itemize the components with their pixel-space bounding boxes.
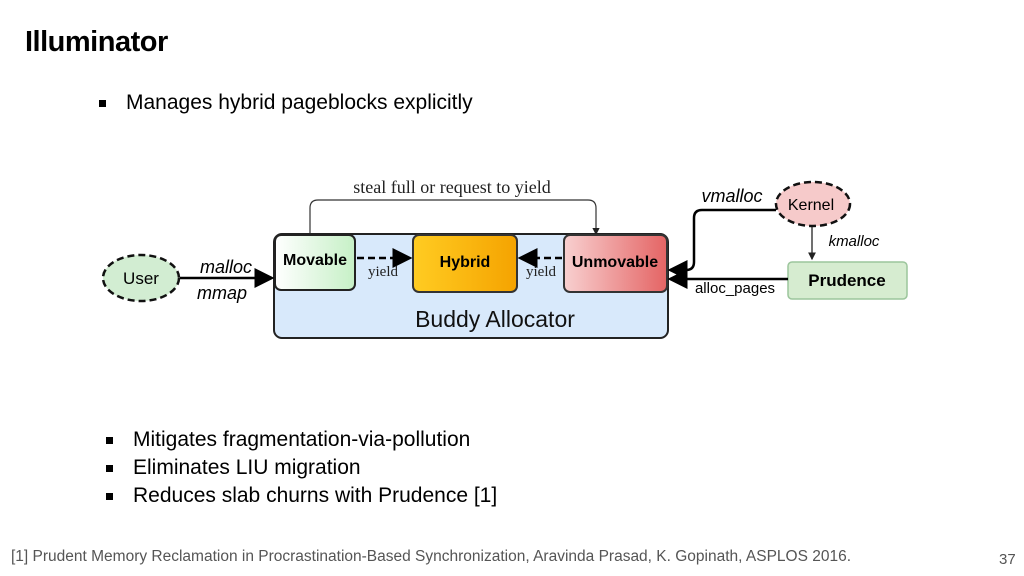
- slide-title: Illuminator: [25, 26, 168, 58]
- page-number: 37: [999, 551, 1016, 568]
- kmalloc-label: kmalloc: [829, 233, 880, 250]
- kernel-node: [774, 180, 852, 228]
- footnote: [1] Prudent Memory Reclamation in Procra…: [11, 548, 852, 565]
- user-label: User: [123, 269, 159, 288]
- unmovable-box: [563, 234, 668, 293]
- yield-label-left: yield: [368, 264, 398, 280]
- vmalloc-arrow: [667, 208, 776, 280]
- bullet-text: Eliminates LIU migration: [133, 456, 361, 479]
- bullet-square-icon: [99, 100, 106, 107]
- bullet-square-icon: [106, 437, 113, 444]
- bullet-item: Eliminates LIU migration: [106, 456, 361, 480]
- movable-box: [274, 234, 356, 291]
- movable-label: Movable: [283, 252, 347, 269]
- prudence-label: Prudence: [808, 271, 885, 290]
- bullet-item: Manages hybrid pageblocks explicitly: [99, 91, 473, 115]
- bullet-square-icon: [106, 465, 113, 472]
- alloc-pages-label: alloc_pages: [695, 280, 775, 297]
- mmap-label: mmap: [197, 283, 247, 303]
- kernel-label: Kernel: [788, 197, 834, 214]
- unmovable-label: Unmovable: [572, 254, 658, 271]
- bullet-item: Reduces slab churns with Prudence [1]: [106, 484, 498, 508]
- bullet-text: Manages hybrid pageblocks explicitly: [126, 91, 473, 114]
- bullet-text: Reduces slab churns with Prudence [1]: [133, 484, 498, 507]
- steal-arrow: [306, 199, 600, 240]
- buddy-allocator-label: Buddy Allocator: [415, 306, 575, 332]
- bullet-item: Mitigates fragmentation-via-pollution: [106, 428, 471, 452]
- vmalloc-label: vmalloc: [701, 186, 762, 206]
- hybrid-box: [412, 234, 518, 293]
- user-node: [101, 253, 181, 303]
- hybrid-label: Hybrid: [440, 254, 491, 271]
- bullet-text: Mitigates fragmentation-via-pollution: [133, 428, 471, 451]
- prudence-box: [787, 261, 908, 300]
- malloc-label: malloc: [200, 257, 252, 277]
- yield-label-right: yield: [526, 264, 556, 280]
- bullet-square-icon: [106, 493, 113, 500]
- steal-label: steal full or request to yield: [353, 177, 550, 197]
